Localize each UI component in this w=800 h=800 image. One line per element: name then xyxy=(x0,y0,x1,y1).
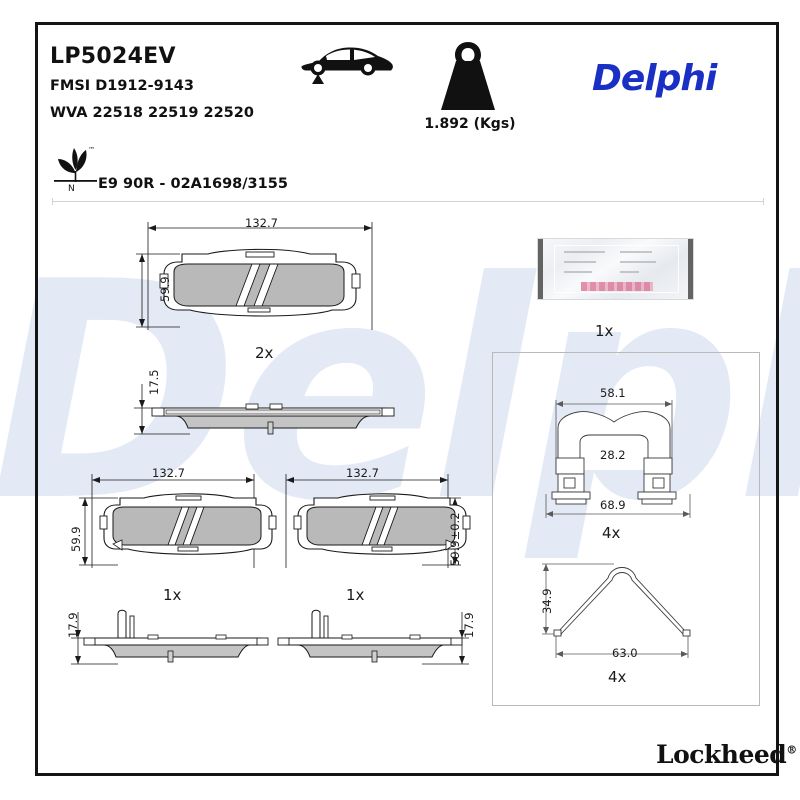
sachet-tear-notch-left xyxy=(538,239,543,299)
eco-leaf-icon: N ™ xyxy=(54,146,97,192)
accessories-panel xyxy=(492,352,760,706)
left-pad-width-dim: 132.7 xyxy=(152,466,185,480)
left-pad-qty: 1x xyxy=(163,586,182,604)
product-code: LP5024EV xyxy=(50,44,176,69)
right-pad-drawing xyxy=(285,474,471,568)
right-pad-height-dim: 59.9±0.2 xyxy=(448,512,462,566)
grease-sachet-qty: 1x xyxy=(595,322,614,340)
fmsi-code: FMSI D1912-9143 xyxy=(50,78,194,94)
weight-icon xyxy=(441,42,495,110)
sachet-seal-edge xyxy=(554,245,679,293)
right-pad-qty: 1x xyxy=(346,586,365,604)
shim-clip-bottom-width-dim: 68.9 xyxy=(600,498,626,512)
header-separator xyxy=(52,198,764,205)
grease-sachet-photo xyxy=(537,238,694,300)
left-pad-thickness-dim: 17.9 xyxy=(66,612,80,638)
front-axle-car-icon xyxy=(301,47,393,84)
right-pad-width-dim: 132.7 xyxy=(346,466,379,480)
sachet-warning-text xyxy=(581,282,653,291)
sachet-tear-notch-right xyxy=(688,239,693,299)
sheet-frame xyxy=(35,22,779,776)
shim-clip-drawing xyxy=(545,400,691,518)
ece-approval: E9 90R - 02A1698/3155 xyxy=(98,176,288,192)
main-pad-height-dim: 59.9 xyxy=(158,276,172,302)
main-pad-profile-drawing xyxy=(134,384,395,435)
spring-clip-drawing xyxy=(542,563,691,658)
delphi-logo: Delphi xyxy=(592,58,717,99)
svg-text:N: N xyxy=(68,184,75,192)
main-pad-thickness-dim: 17.5 xyxy=(147,369,161,395)
registered-mark: ® xyxy=(786,743,797,757)
lockheed-logo: Lockheed® xyxy=(656,740,797,769)
left-pad-height-dim: 59.9 xyxy=(69,526,83,552)
spring-clip-width-dim: 63.0 xyxy=(612,646,638,660)
right-pad-thickness-dim: 17.9 xyxy=(462,612,476,638)
spring-clip-qty: 4x xyxy=(608,668,627,686)
shim-clip-top-width-dim: 58.1 xyxy=(600,386,626,400)
main-pad-qty: 2x xyxy=(255,344,274,362)
lockheed-logo-text: Lockheed xyxy=(656,740,787,769)
right-pad-profile-drawing xyxy=(277,609,469,665)
left-pad-drawing xyxy=(79,474,277,568)
shim-clip-inner-width-dim: 28.2 xyxy=(600,448,626,462)
spring-clip-height-dim: 34.9 xyxy=(540,588,554,614)
svg-text:™: ™ xyxy=(88,146,95,154)
shim-clip-qty: 4x xyxy=(602,524,621,542)
weight-value: 1.892 (Kgs) xyxy=(424,116,516,132)
sachet-label-text xyxy=(564,251,671,277)
wva-code: WVA 22518 22519 22520 xyxy=(50,105,254,121)
main-pad-drawing xyxy=(136,222,373,330)
main-pad-width-dim: 132.7 xyxy=(245,216,278,230)
left-pad-profile-drawing xyxy=(71,609,269,665)
